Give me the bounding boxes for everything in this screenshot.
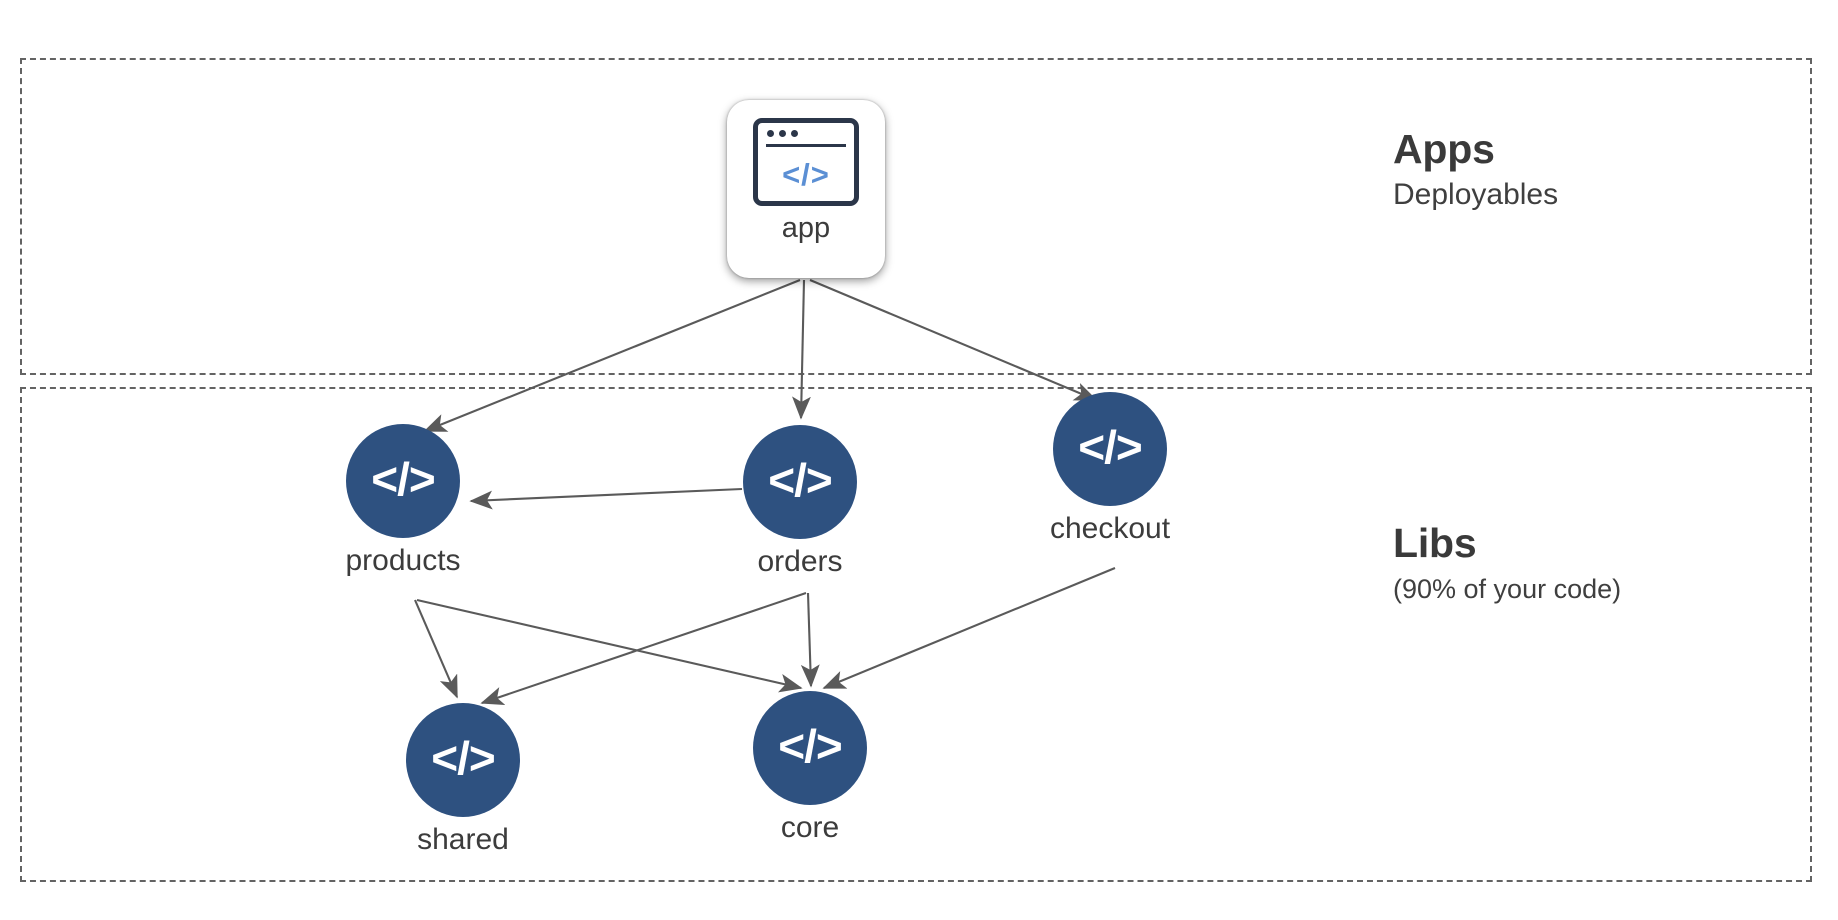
code-icon: </> (1053, 392, 1167, 506)
code-icon-glyph: </> (768, 454, 833, 506)
node-shared[interactable]: </> shared (406, 703, 520, 856)
zone-libs (20, 387, 1812, 882)
code-icon: </> (346, 424, 460, 538)
zone-apps-subtitle: Deployables (1393, 178, 1559, 212)
zone-libs-subtitle: (90% of your code) (1393, 574, 1622, 605)
code-icon: </> (743, 425, 857, 539)
zone-apps-caption: Apps Deployables (1393, 126, 1559, 213)
code-icon-glyph: </> (371, 453, 436, 505)
code-icon: </> (406, 703, 520, 817)
code-icon-glyph: </> (782, 156, 830, 192)
zone-libs-caption: Libs (90% of your code) (1393, 520, 1622, 606)
zone-libs-title: Libs (1393, 520, 1477, 566)
node-core-label: core (780, 811, 840, 844)
node-checkout[interactable]: </> checkout (1049, 392, 1171, 545)
node-app-label: app (781, 212, 831, 244)
node-checkout-label: checkout (1049, 512, 1171, 545)
node-shared-label: shared (417, 823, 509, 856)
window-dots-icon (767, 130, 798, 137)
browser-code-icon: </> (753, 118, 859, 206)
node-products[interactable]: </> products (345, 424, 461, 577)
node-products-label: products (345, 544, 461, 577)
window-titlebar-rule (766, 144, 846, 147)
zone-apps (20, 58, 1812, 375)
code-icon-glyph: </> (778, 720, 843, 772)
code-icon-glyph: </> (1078, 421, 1143, 473)
code-icon-glyph: </> (431, 732, 496, 784)
zone-apps-title: Apps (1393, 126, 1495, 172)
node-orders[interactable]: </> orders (743, 425, 857, 578)
node-app[interactable]: </> app (727, 100, 885, 278)
code-icon: </> (753, 691, 867, 805)
node-core[interactable]: </> core (753, 691, 867, 844)
node-orders-label: orders (757, 545, 843, 578)
